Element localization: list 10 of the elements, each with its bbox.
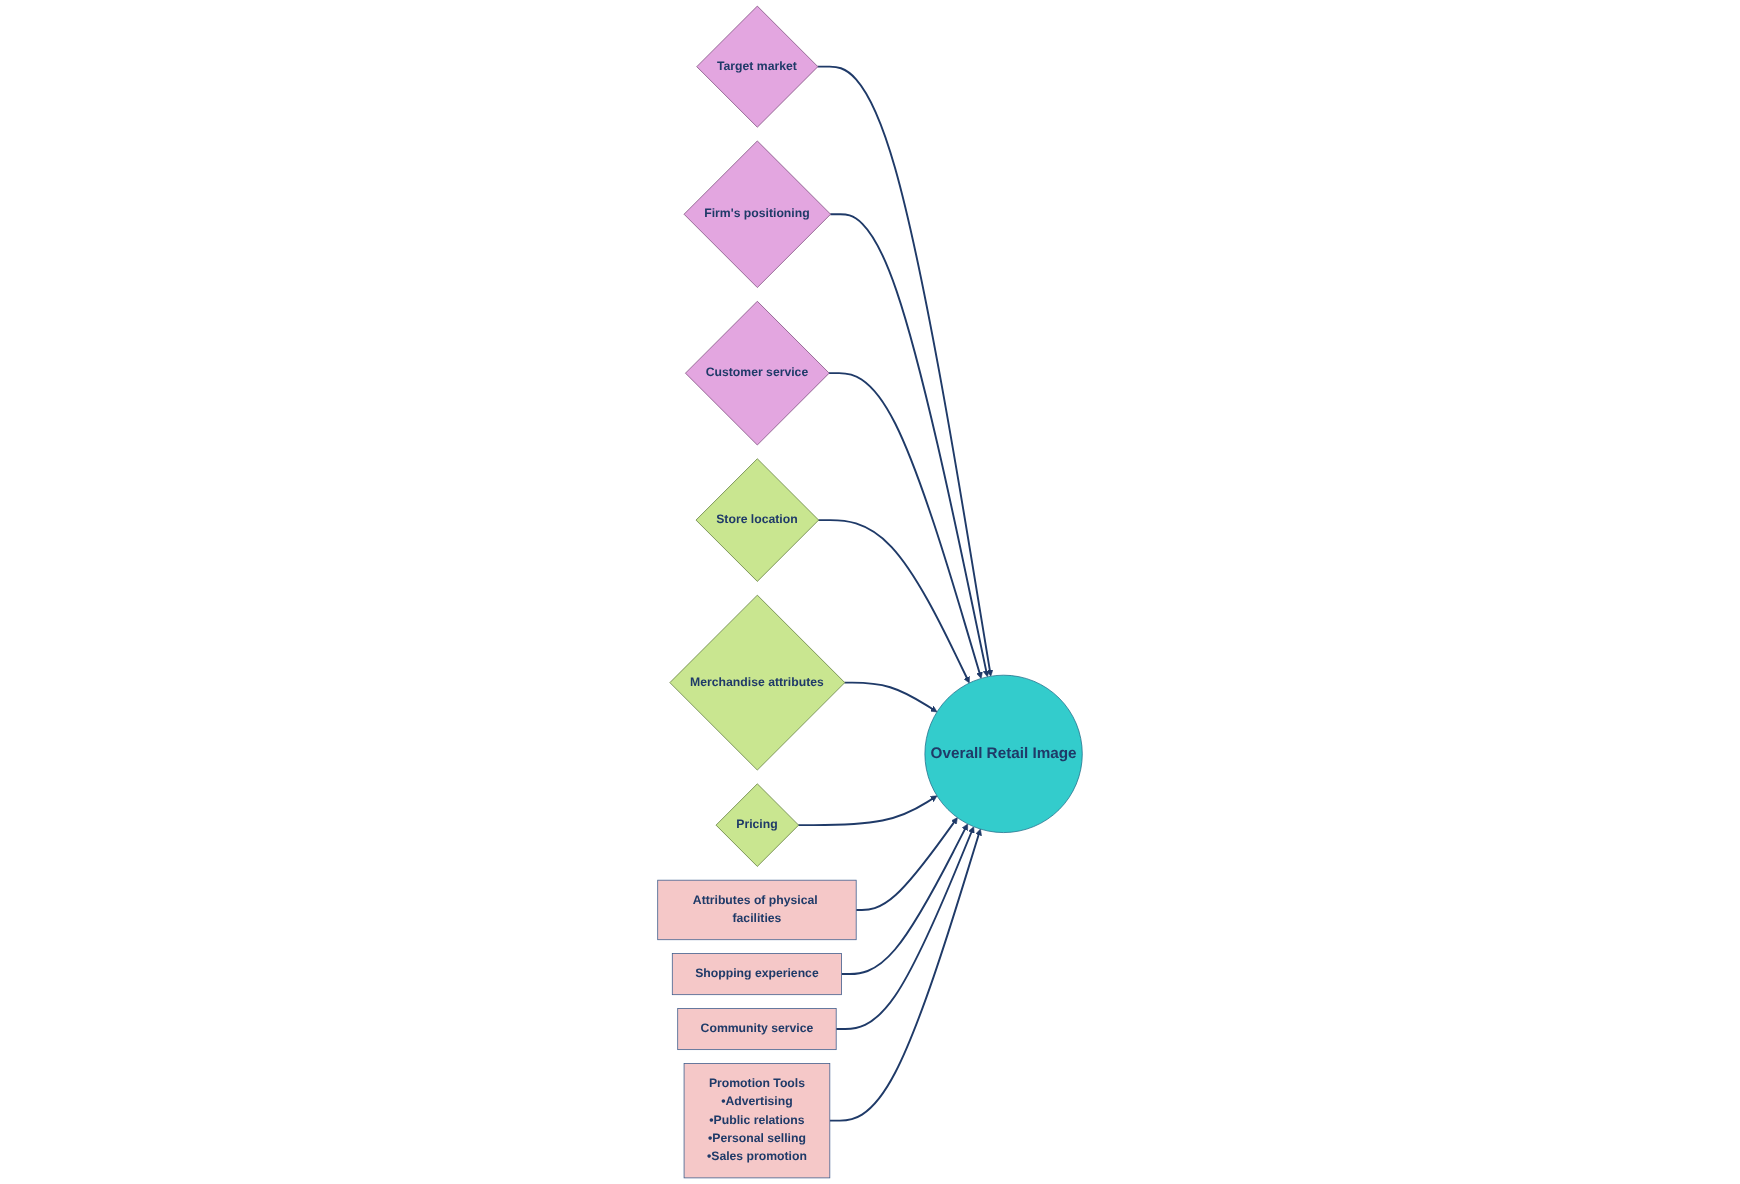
arrow	[827, 372, 983, 679]
arrow	[816, 65, 994, 677]
arrow	[828, 828, 982, 1122]
arrow	[829, 213, 990, 678]
arrow	[797, 795, 938, 827]
arrow	[817, 519, 970, 684]
arrow	[840, 823, 968, 976]
arrow	[843, 681, 938, 713]
arrow	[855, 817, 958, 911]
arrow	[835, 826, 975, 1030]
